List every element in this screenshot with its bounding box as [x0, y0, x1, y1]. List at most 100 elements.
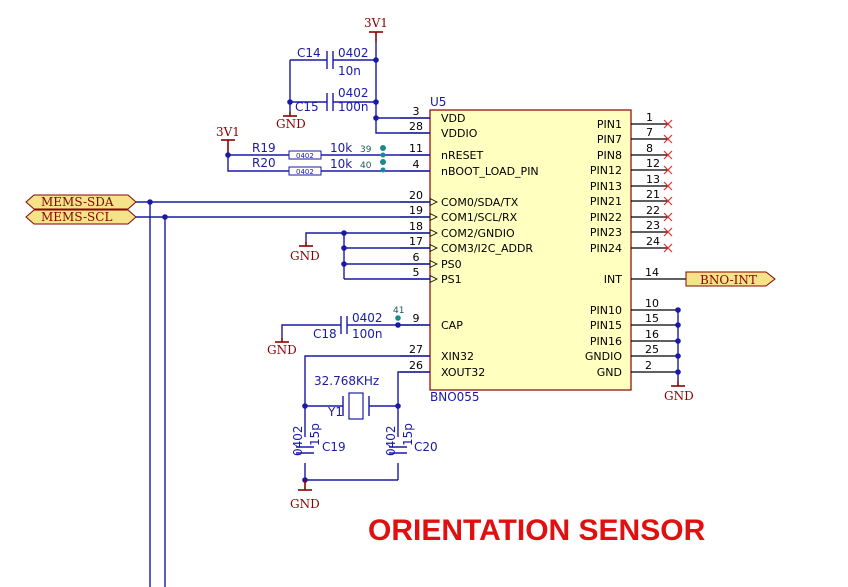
page-title: ORIENTATION SENSOR — [368, 514, 706, 547]
vcc-left-symbol: 3V1 — [216, 125, 240, 155]
gnd-com-label: GND — [290, 249, 320, 263]
gnd-right-label: GND — [664, 389, 694, 403]
pin-name: PIN1 — [597, 118, 622, 131]
pin-number: 10 — [645, 297, 659, 310]
pin-number: 9 — [413, 312, 420, 325]
pin-number: 22 — [646, 204, 660, 217]
capacitor-c14: C14 0402 10n — [290, 46, 376, 78]
gnd-crystal-label: GND — [290, 497, 320, 511]
mems-scl-text: MEMS-SCL — [41, 210, 112, 224]
pin-number: 4 — [413, 158, 420, 171]
c19-pkg: 0402 — [291, 425, 305, 456]
pin-number: 28 — [409, 120, 423, 133]
pin-name: XIN32 — [441, 350, 474, 363]
pin-number: 13 — [646, 173, 660, 186]
pin-number: 11 — [409, 142, 423, 155]
pin-name: PIN13 — [590, 180, 622, 193]
pin-number: 17 — [409, 235, 423, 248]
resistor-r19: 0402 R19 10k — [252, 141, 430, 160]
tp41-label: 41 — [393, 306, 404, 316]
pin-number: 26 — [409, 359, 423, 372]
pin-number: 12 — [646, 157, 660, 170]
pin-number: 18 — [409, 220, 423, 233]
pin-name: PIN23 — [590, 226, 622, 239]
gnd-top-label: GND — [276, 117, 306, 131]
c14-pkg: 0402 — [338, 46, 369, 60]
tp40-label: 40 — [360, 161, 372, 171]
pin-name: PIN24 — [590, 242, 622, 255]
c14-val: 10n — [338, 64, 361, 78]
pin-number: 8 — [646, 142, 653, 155]
capacitor-c18: 0402 100n C18 — [281, 311, 430, 341]
gnd-symbol-crystal: GND — [290, 480, 320, 511]
r19-ref: R19 — [252, 141, 276, 155]
vcc-top-label: 3V1 — [364, 16, 388, 30]
pin-name: COM0/SDA/TX — [441, 196, 519, 209]
net-label-mems-scl: MEMS-SCL — [25, 209, 137, 225]
gnd-cap-label: GND — [267, 343, 297, 357]
pin-name: PIN21 — [590, 195, 622, 208]
net-label-bno-int: BNO-INT — [685, 271, 776, 287]
c18-pkg: 0402 — [352, 311, 383, 325]
c19-ref: C19 — [322, 440, 346, 454]
c15-pkg: 0402 — [338, 86, 369, 100]
pin-number: 16 — [645, 328, 659, 341]
gnd-symbol-top: GND — [276, 112, 306, 131]
pin-name: GND — [597, 366, 622, 379]
pin-name: VDDIO — [441, 127, 478, 140]
c20-pkg: 0402 — [384, 425, 398, 456]
pin-name: PIN15 — [590, 319, 622, 332]
pin-name: CAP — [441, 319, 463, 332]
pin-name: PIN12 — [590, 164, 622, 177]
pin-name: PIN7 — [597, 133, 622, 146]
resistor-r20: 0402 R20 10k — [252, 156, 430, 176]
mems-sda-text: MEMS-SDA — [41, 195, 114, 209]
pin-number: 1 — [646, 111, 653, 124]
pin-number: 14 — [645, 266, 659, 279]
pin-name: INT — [604, 273, 622, 286]
pin-number: 19 — [409, 204, 423, 217]
c20-ref: C20 — [414, 440, 438, 454]
pin-number: 7 — [646, 126, 653, 139]
pin-name: GNDIO — [585, 350, 622, 363]
chip-body — [429, 109, 632, 391]
c14-ref: C14 — [297, 46, 321, 60]
capacitor-c15: C15 0402 100n — [290, 86, 376, 114]
net-label-mems-sda: MEMS-SDA — [25, 194, 137, 210]
pin-name: nBOOT_LOAD_PIN — [441, 165, 539, 178]
pin-name: PIN10 — [590, 304, 622, 317]
pin-name: PIN8 — [597, 149, 622, 162]
pin-name: COM3/I2C_ADDR — [441, 242, 533, 255]
r19-val: 10k — [330, 141, 352, 155]
capacitor-c20: 0402 15p C20 — [384, 423, 438, 463]
y1-ref: Y1 — [327, 405, 343, 419]
crystal-y1: 32.768KHz Y1 — [314, 374, 379, 420]
c18-ref: C18 — [313, 327, 337, 341]
gnd-symbol-right: GND — [664, 381, 694, 403]
pin-number: 5 — [413, 266, 420, 279]
chip-part: BNO055 — [430, 390, 480, 404]
gnd-symbol-com: GND — [290, 242, 320, 263]
r19-pkg: 0402 — [296, 152, 314, 160]
pin-name: COM1/SCL/RX — [441, 211, 518, 224]
pin-number: 21 — [646, 188, 660, 201]
pin-name: PS0 — [441, 258, 462, 271]
capacitor-c19: 0402 15p C19 — [291, 423, 346, 463]
testpoint-39 — [380, 145, 386, 151]
pin-number: 2 — [645, 359, 652, 372]
